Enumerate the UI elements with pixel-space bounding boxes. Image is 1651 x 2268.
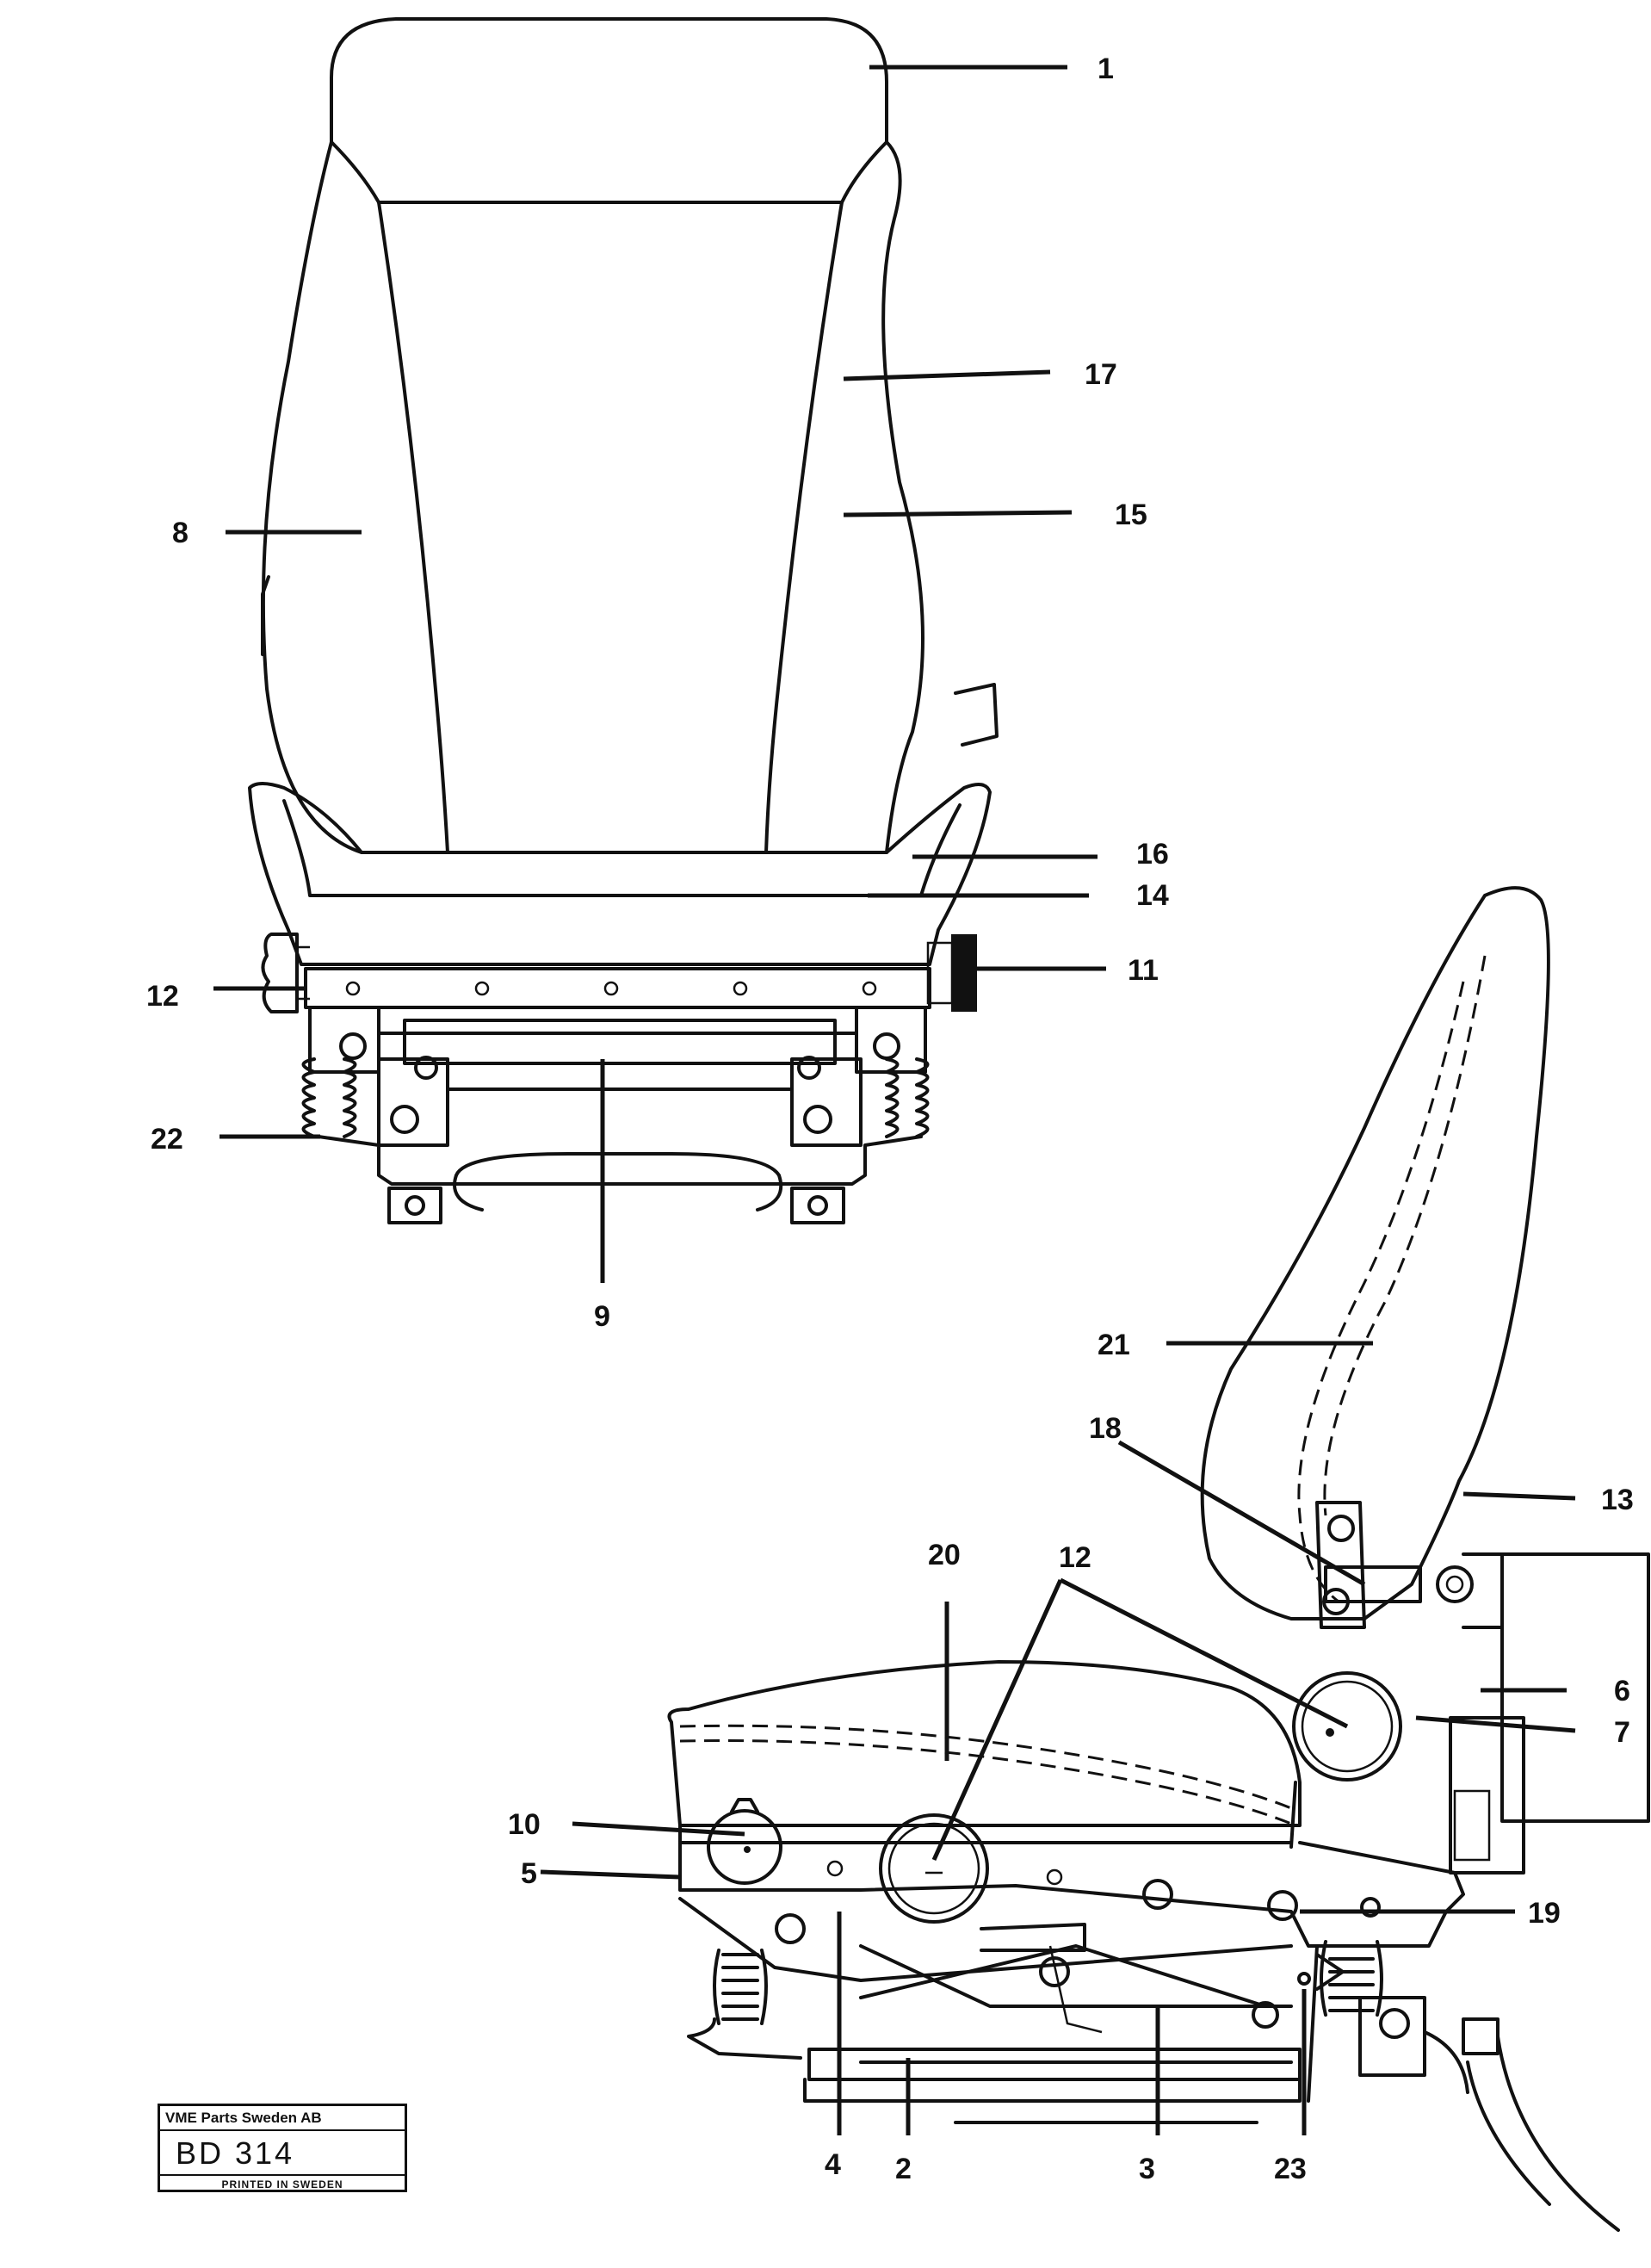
callout-1: 1 (1098, 53, 1114, 85)
callout-12-front: 12 (146, 980, 179, 1013)
callout-5: 5 (521, 1857, 537, 1890)
callout-18: 18 (1089, 1412, 1122, 1445)
stamp-company: VME Parts Sweden AB (160, 2106, 405, 2131)
callout-20: 20 (928, 1539, 961, 1571)
callout-9: 9 (594, 1300, 610, 1333)
callout-11: 11 (1128, 954, 1159, 987)
callout-15: 15 (1115, 499, 1147, 531)
callout-21: 21 (1098, 1329, 1130, 1361)
seat-cushion (248, 782, 992, 966)
callout-19: 19 (1528, 1897, 1561, 1930)
side-backrest (1200, 886, 1550, 1620)
callout-4: 4 (825, 2148, 841, 2181)
callout-3: 3 (1139, 2153, 1155, 2185)
stamp-code: BD 314 (160, 2131, 405, 2176)
callout-16: 16 (1136, 838, 1169, 871)
callout-22: 22 (151, 1123, 183, 1156)
callout-2: 2 (895, 2153, 912, 2185)
backrest-outline (261, 17, 924, 854)
callout-6: 6 (1614, 1675, 1630, 1707)
side-view-seat (667, 886, 1650, 2232)
callout-labels: 1 17 8 15 16 14 12 11 22 9 21 18 13 20 1… (146, 53, 1634, 2185)
callout-14: 14 (1136, 879, 1169, 912)
callout-17: 17 (1085, 358, 1117, 391)
callout-12-side: 12 (1059, 1541, 1091, 1574)
callout-13: 13 (1601, 1484, 1634, 1516)
callout-7: 7 (1614, 1716, 1630, 1749)
parts-catalog-stamp: VME Parts Sweden AB BD 314 PRINTED IN SW… (158, 2104, 407, 2192)
front-view-seat (248, 17, 999, 1224)
leader-lines (213, 65, 1576, 2135)
callout-23: 23 (1274, 2153, 1307, 2185)
callout-10: 10 (508, 1808, 541, 1841)
stamp-printed: PRINTED IN SWEDEN (221, 2178, 343, 2191)
callout-8: 8 (172, 517, 189, 549)
